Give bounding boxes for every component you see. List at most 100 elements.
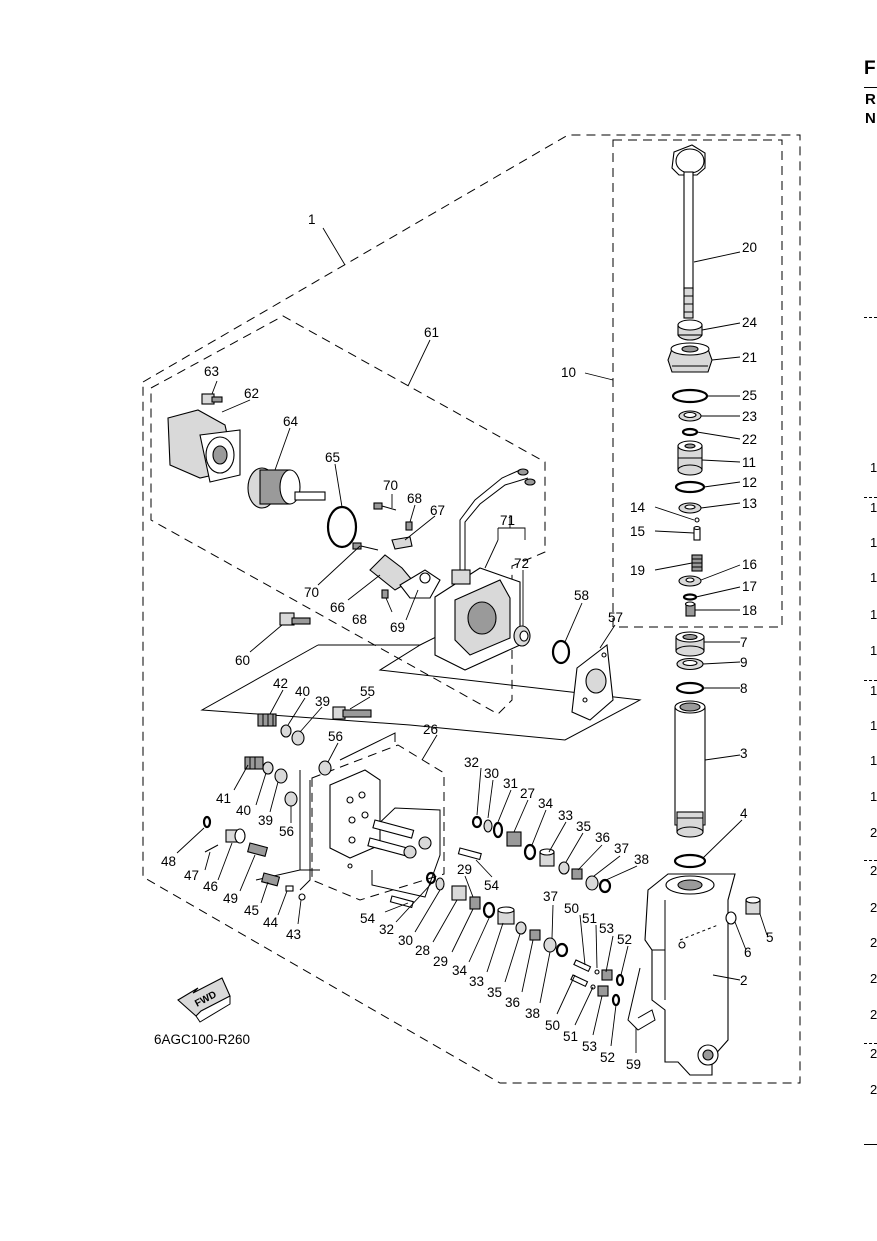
piston-part-11 — [677, 440, 703, 476]
margin-ref: 2 — [870, 900, 877, 915]
valve-part-46 — [225, 828, 246, 844]
margin-ref: 2 — [870, 1046, 877, 1061]
margin-rule — [864, 497, 877, 499]
callout-36-lower: 36 — [505, 995, 520, 1010]
cylinder-body-part-2 — [644, 873, 736, 1076]
o-ring-part-34-upper — [523, 843, 537, 861]
callout-42: 42 — [273, 676, 288, 691]
motor-housing-part-62 — [167, 409, 241, 483]
callout-15: 15 — [630, 524, 645, 539]
bolt-part-55 — [332, 706, 372, 720]
callout-8: 8 — [740, 681, 748, 696]
margin-ref: 2 — [870, 1007, 877, 1022]
o-ring-part-65 — [326, 505, 358, 549]
ball-part-14 — [694, 517, 700, 523]
callout-30-lower: 30 — [398, 933, 413, 948]
callout-29-upper: 29 — [457, 862, 472, 877]
callout-28: 28 — [415, 943, 430, 958]
callout-67: 67 — [430, 503, 445, 518]
pin-part-47 — [204, 844, 219, 853]
callout-48: 48 — [161, 854, 176, 869]
margin-ref: 1 — [870, 643, 877, 658]
margin-ref: 1 — [870, 500, 877, 515]
spring-part-36-upper — [571, 868, 583, 880]
screw-part-63 — [201, 393, 223, 405]
callout-51-upper: 51 — [582, 911, 597, 926]
spring-part-53-lower — [597, 985, 609, 997]
o-ring-part-4 — [673, 853, 707, 869]
callout-50-upper: 50 — [564, 901, 579, 916]
margin-ref: 1 — [870, 607, 877, 622]
callout-36-upper: 36 — [595, 830, 610, 845]
margin-ref: 2 — [870, 825, 877, 840]
screw-part-70-upper — [373, 502, 397, 511]
callout-70-upper: 70 — [383, 478, 398, 493]
callout-2: 2 — [740, 973, 748, 988]
valve-bracket-line — [339, 732, 396, 761]
callout-71: 71 — [500, 513, 515, 528]
callout-68-upper: 68 — [407, 491, 422, 506]
callout-12: 12 — [742, 475, 757, 490]
callout-56-upper: 56 — [328, 729, 343, 744]
callout-30-upper: 30 — [484, 766, 499, 781]
callout-43: 43 — [286, 927, 301, 942]
spring-part-27 — [506, 831, 522, 847]
spring-part-68-upper — [405, 521, 413, 531]
pin-part-44 — [285, 885, 294, 892]
seal-part-39-upper — [291, 730, 305, 746]
callout-49: 49 — [223, 891, 238, 906]
o-ring-part-8 — [675, 681, 705, 695]
callout-7: 7 — [740, 635, 748, 650]
margin-heading-r: R — [865, 91, 876, 108]
valve-link-line-2 — [371, 807, 441, 898]
o-ring-part-31 — [492, 821, 504, 839]
margin-rule — [864, 1043, 877, 1045]
callout-9: 9 — [740, 655, 748, 670]
o-ring-part-38-lower — [555, 942, 569, 958]
callout-40-upper: 40 — [295, 684, 310, 699]
margin-rule — [864, 680, 877, 682]
margin-ref: 2 — [870, 1082, 877, 1097]
assembly-10-outline — [612, 139, 783, 628]
clip-part-59 — [627, 967, 656, 1031]
margin-ref: 1 — [870, 535, 877, 550]
callout-31: 31 — [503, 776, 518, 791]
o-ring-part-25 — [671, 388, 709, 404]
callout-37-upper: 37 — [614, 841, 629, 856]
spring-part-68-lower — [381, 589, 389, 599]
washer-part-30-lower — [435, 877, 445, 891]
margin-rule — [864, 87, 877, 89]
diagram-code: 6AGC100-R260 — [154, 1032, 250, 1047]
callout-38-upper: 38 — [634, 852, 649, 867]
callout-11: 11 — [742, 455, 756, 470]
callout-38-lower: 38 — [525, 1006, 540, 1021]
margin-heading-n: N — [865, 110, 876, 127]
callout-16: 16 — [742, 557, 757, 572]
callout-61: 61 — [424, 325, 439, 340]
callout-55: 55 — [360, 684, 375, 699]
o-ring-part-58 — [551, 639, 571, 665]
callout-52-upper: 52 — [617, 932, 632, 947]
ring-part-40-upper — [280, 724, 292, 738]
ball-part-51-upper — [594, 969, 600, 975]
o-ring-part-22 — [681, 427, 699, 437]
ball-part-43 — [298, 893, 306, 901]
callout-69: 69 — [390, 620, 405, 635]
o-ring-part-52-upper — [615, 973, 625, 987]
callout-33-lower: 33 — [469, 974, 484, 989]
callout-39-lower: 39 — [258, 813, 273, 828]
margin-ref: 1 — [870, 683, 877, 698]
washer-part-37-upper — [585, 875, 599, 891]
callout-10: 10 — [561, 365, 576, 380]
callout-68-lower: 68 — [352, 612, 367, 627]
o-ring-part-38-upper — [598, 878, 612, 894]
margin-heading-f: F — [864, 58, 876, 79]
spring-part-41 — [244, 756, 264, 770]
callout-13: 13 — [742, 496, 757, 511]
margin-ref: 2 — [870, 935, 877, 950]
pin-part-15 — [693, 525, 701, 541]
spring-part-45 — [260, 872, 281, 887]
o-ring-part-52-lower — [611, 993, 621, 1007]
callout-50-lower: 50 — [545, 1018, 560, 1033]
